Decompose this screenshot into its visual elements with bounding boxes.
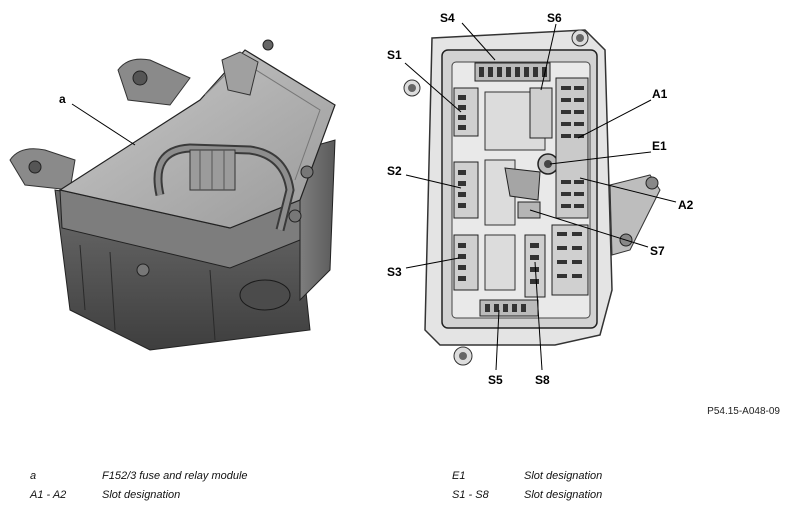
callout-a: a bbox=[59, 92, 66, 106]
callout-e1: E1 bbox=[652, 139, 667, 153]
leader-lines bbox=[71, 22, 677, 371]
callout-s2: S2 bbox=[387, 164, 402, 178]
legend-desc: F152/3 fuse and relay module bbox=[102, 470, 248, 482]
fuse-module-figure: a S1 S2 S3 S4 S5 S6 S7 S8 A1 E1 A2 bbox=[9, 11, 694, 387]
legend-key: E1 bbox=[452, 470, 466, 482]
module-3d-view bbox=[9, 39, 336, 351]
callout-s7: S7 bbox=[650, 244, 665, 258]
callout-s8: S8 bbox=[535, 373, 550, 387]
callout-s6: S6 bbox=[547, 11, 562, 25]
callout-s3: S3 bbox=[387, 265, 402, 279]
figure-code: P54.15-A048-09 bbox=[707, 406, 780, 417]
callout-s5: S5 bbox=[488, 373, 503, 387]
legend-desc: Slot designation bbox=[102, 489, 181, 501]
legend-desc: Slot designation bbox=[524, 489, 603, 501]
module-top-view bbox=[403, 29, 661, 366]
callout-a1: A1 bbox=[652, 87, 668, 101]
legend-key: a bbox=[30, 470, 37, 482]
legend-desc: Slot designation bbox=[524, 470, 603, 482]
callout-s1: S1 bbox=[387, 48, 402, 62]
legend-key: A1 - A2 bbox=[30, 489, 67, 501]
legend-key: S1 - S8 bbox=[452, 489, 489, 501]
callout-a2: A2 bbox=[678, 198, 694, 212]
callout-s4: S4 bbox=[440, 11, 455, 25]
